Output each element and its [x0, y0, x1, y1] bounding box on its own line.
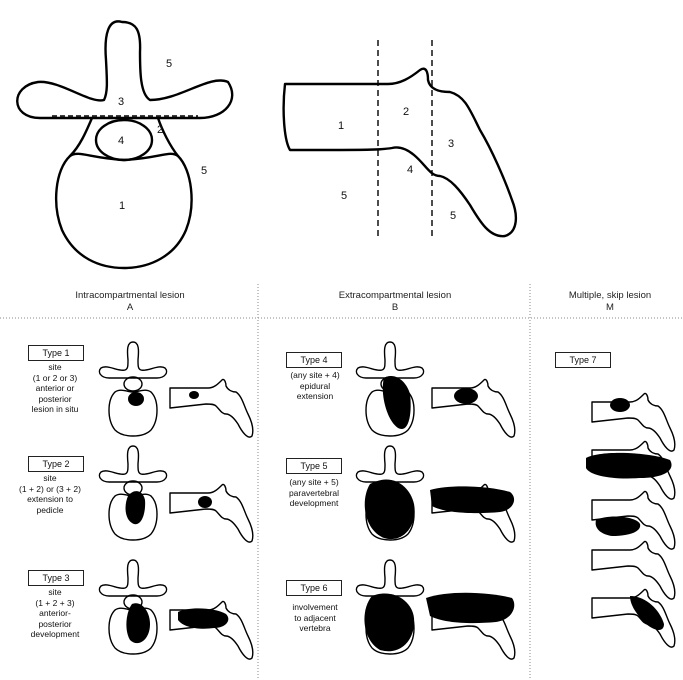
- type-1-lateral-vertebra: [170, 379, 253, 437]
- type-7-vertebra-1: [592, 393, 675, 451]
- type-7-lesion-4: [630, 596, 664, 630]
- type-3-lateral-lesion: [178, 608, 228, 628]
- type-2-lateral-lesion: [198, 496, 212, 508]
- type-5-axial-lesion: [365, 480, 415, 540]
- type-1-axial-vertebra: [99, 342, 166, 436]
- type-7-lesion-3: [596, 517, 641, 536]
- type-2-lateral-vertebra: [170, 484, 253, 542]
- type-3-axial-lesion: [126, 603, 150, 643]
- type-4-lateral-lesion: [454, 388, 478, 404]
- type-4-lateral-vertebra: [432, 379, 515, 437]
- type-7-lesion-1: [610, 398, 630, 412]
- type-5-lateral-lesion: [430, 486, 514, 513]
- type-2-axial-lesion: [126, 491, 146, 524]
- type-7-vertebra-4: [592, 541, 675, 599]
- type-7-lesion-2: [586, 453, 672, 479]
- type-6-lateral-lesion: [426, 593, 514, 623]
- type-1-axial-lesion: [128, 392, 144, 406]
- type-1-lateral-lesion: [189, 391, 199, 399]
- type-6-axial-lesion: [364, 593, 414, 651]
- type-4-axial-lesion: [383, 376, 411, 429]
